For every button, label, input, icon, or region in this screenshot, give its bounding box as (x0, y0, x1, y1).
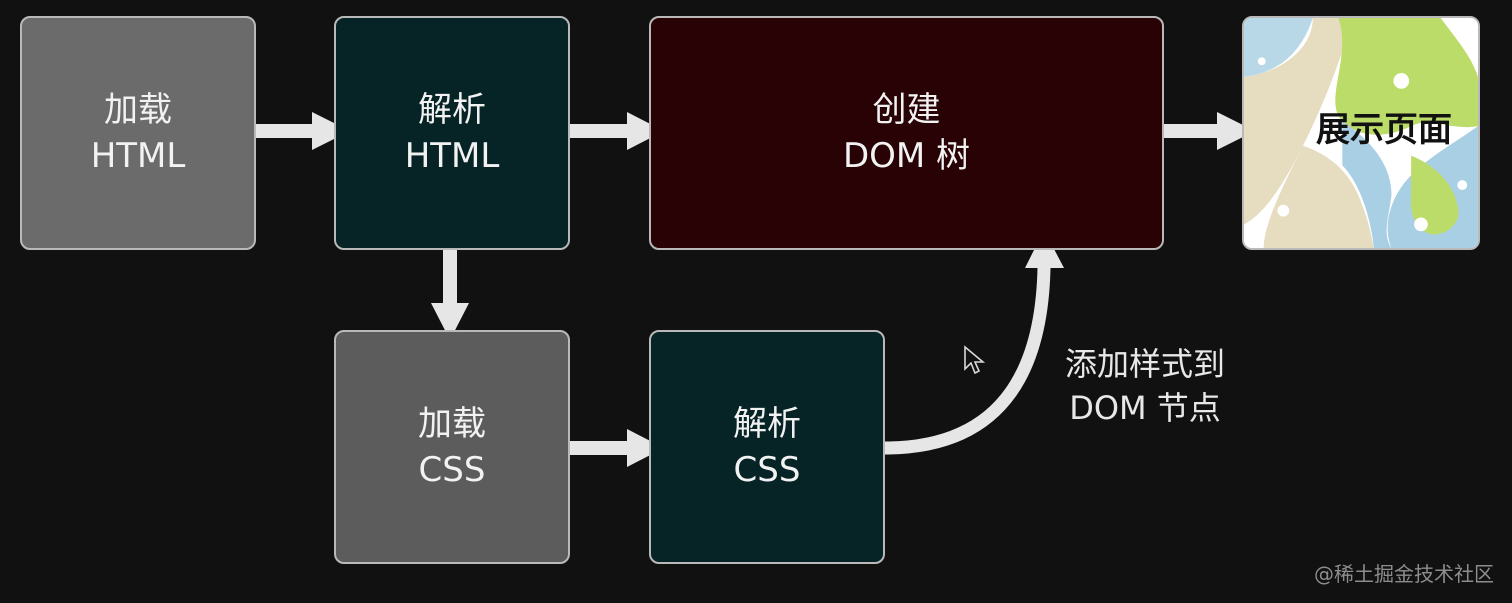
edge-label-line2: DOM 节点 (1069, 389, 1221, 427)
curved-arrow-up-icon (878, 230, 1064, 455)
arrow-right-icon (570, 112, 664, 150)
edge-label-add-styles: 添加样式到 DOM 节点 (1040, 342, 1250, 430)
load-css-line2: CSS (418, 450, 486, 490)
display-page-label: 展示页面 (1316, 110, 1452, 150)
colorful-page-illustration (1244, 18, 1478, 248)
arrow-right-icon (256, 112, 350, 150)
create-dom-line1: 创建 (872, 90, 941, 130)
mouse-cursor-icon (964, 345, 985, 375)
parse-html-line1: 解析 (418, 90, 486, 130)
parse-html-node: 解析 HTML (334, 16, 570, 250)
parse-css-line1: 解析 (733, 404, 801, 444)
arrow-down-icon (431, 250, 469, 340)
display-page-node: 展示页面 (1242, 16, 1480, 250)
arrow-right-icon (570, 429, 664, 467)
create-dom-line2: DOM 树 (842, 136, 971, 176)
load-html-line2: HTML (90, 136, 186, 176)
watermark: @稀土掘金技术社区 (1314, 562, 1494, 586)
create-dom-node: 创建 DOM 树 (649, 16, 1164, 250)
parse-css-line2: CSS (733, 450, 801, 490)
edge-label-line1: 添加样式到 (1064, 345, 1225, 383)
arrow-right-icon (1164, 112, 1255, 150)
parse-css-node: 解析 CSS (649, 330, 885, 564)
load-html-node: 加载 HTML (20, 16, 256, 250)
load-html-line1: 加载 (104, 90, 172, 130)
load-css-node: 加载 CSS (334, 330, 570, 564)
parse-html-line2: HTML (404, 136, 500, 176)
load-css-line1: 加载 (418, 404, 486, 444)
